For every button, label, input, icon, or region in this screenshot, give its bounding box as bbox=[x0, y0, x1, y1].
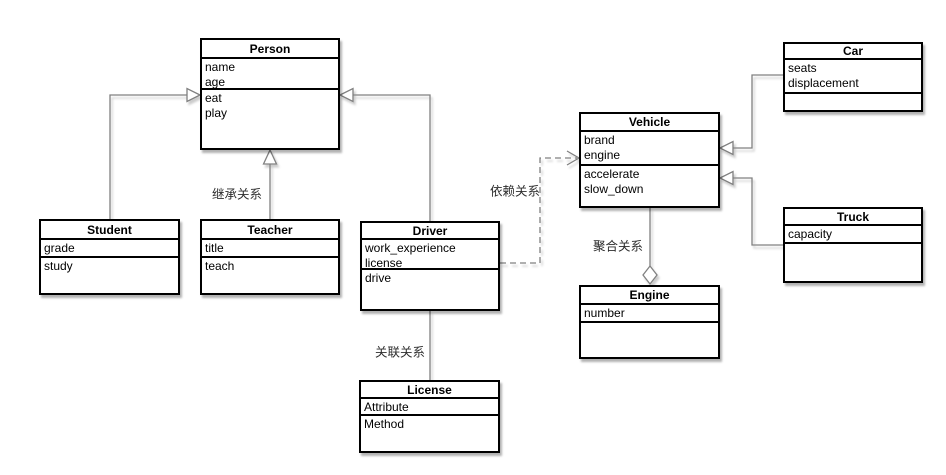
class-methods-section: drive bbox=[362, 270, 498, 309]
class-attribute: license bbox=[365, 256, 403, 270]
class-methods-section: teach bbox=[202, 258, 338, 293]
class-methods-section: study bbox=[41, 258, 178, 293]
class-methods-section bbox=[785, 94, 921, 110]
class-title: Car bbox=[785, 44, 921, 60]
class-method: Method bbox=[364, 417, 405, 431]
class-attribute: grade bbox=[44, 241, 75, 255]
class-methods-section: Method bbox=[361, 416, 498, 451]
class-title: Vehicle bbox=[581, 114, 718, 132]
class-methods-section bbox=[785, 244, 921, 281]
class-title: Driver bbox=[362, 223, 498, 240]
inheritance-arrowhead-icon bbox=[186, 87, 202, 103]
edge-student-person bbox=[109, 94, 187, 219]
class-attribute: name bbox=[205, 60, 236, 74]
class-attributes-section: Attribute bbox=[361, 399, 498, 416]
edge-driver-person bbox=[353, 94, 431, 221]
inheritance-arrowhead-icon bbox=[718, 140, 734, 156]
class-title: Student bbox=[41, 221, 178, 240]
class-methods-section bbox=[581, 323, 718, 357]
class-attribute: engine bbox=[584, 148, 621, 162]
class-method: accelerate bbox=[584, 167, 640, 181]
class-attribute: displacement bbox=[788, 76, 859, 90]
class-title: Person bbox=[202, 40, 338, 59]
class-method: eat bbox=[205, 91, 222, 105]
class-attribute: Attribute bbox=[364, 400, 409, 414]
inheritance-arrowhead-icon bbox=[262, 148, 278, 165]
class-attribute: number bbox=[584, 306, 625, 320]
label-dependency: 依赖关系 bbox=[489, 184, 541, 199]
class-attribute: brand bbox=[584, 133, 615, 147]
inheritance-arrowhead-icon bbox=[718, 170, 734, 186]
class-title: Teacher bbox=[202, 221, 338, 240]
label-association: 关联关系 bbox=[374, 345, 426, 360]
class-attribute: work_experience bbox=[365, 241, 456, 255]
class-method: slow_down bbox=[584, 182, 644, 196]
class-method: drive bbox=[365, 271, 392, 285]
inheritance-arrowhead-icon bbox=[338, 87, 354, 103]
class-attributes-section: title bbox=[202, 240, 338, 258]
edge-truck-vehicle bbox=[733, 177, 783, 246]
class-method: play bbox=[205, 106, 228, 120]
class-method: teach bbox=[205, 259, 235, 273]
class-attribute: capacity bbox=[788, 227, 833, 241]
class-title: Truck bbox=[785, 209, 921, 226]
class-attributes-section: number bbox=[581, 305, 718, 323]
label-inheritance: 继承关系 bbox=[211, 187, 263, 202]
class-attributes-section: capacity bbox=[785, 226, 921, 244]
class-title: License bbox=[361, 382, 498, 399]
class-attribute: seats bbox=[788, 61, 817, 75]
class-attributes-section: grade bbox=[41, 240, 178, 258]
edge-driver-vehicle-dashed bbox=[500, 157, 577, 264]
class-method: study bbox=[44, 259, 73, 273]
class-attribute: title bbox=[205, 241, 224, 255]
edge-car-vehicle bbox=[733, 74, 783, 149]
aggregation-diamond-icon bbox=[642, 264, 658, 286]
class-title: Engine bbox=[581, 287, 718, 305]
class-attribute: age bbox=[205, 75, 226, 89]
label-aggregation: 聚合关系 bbox=[592, 239, 644, 254]
